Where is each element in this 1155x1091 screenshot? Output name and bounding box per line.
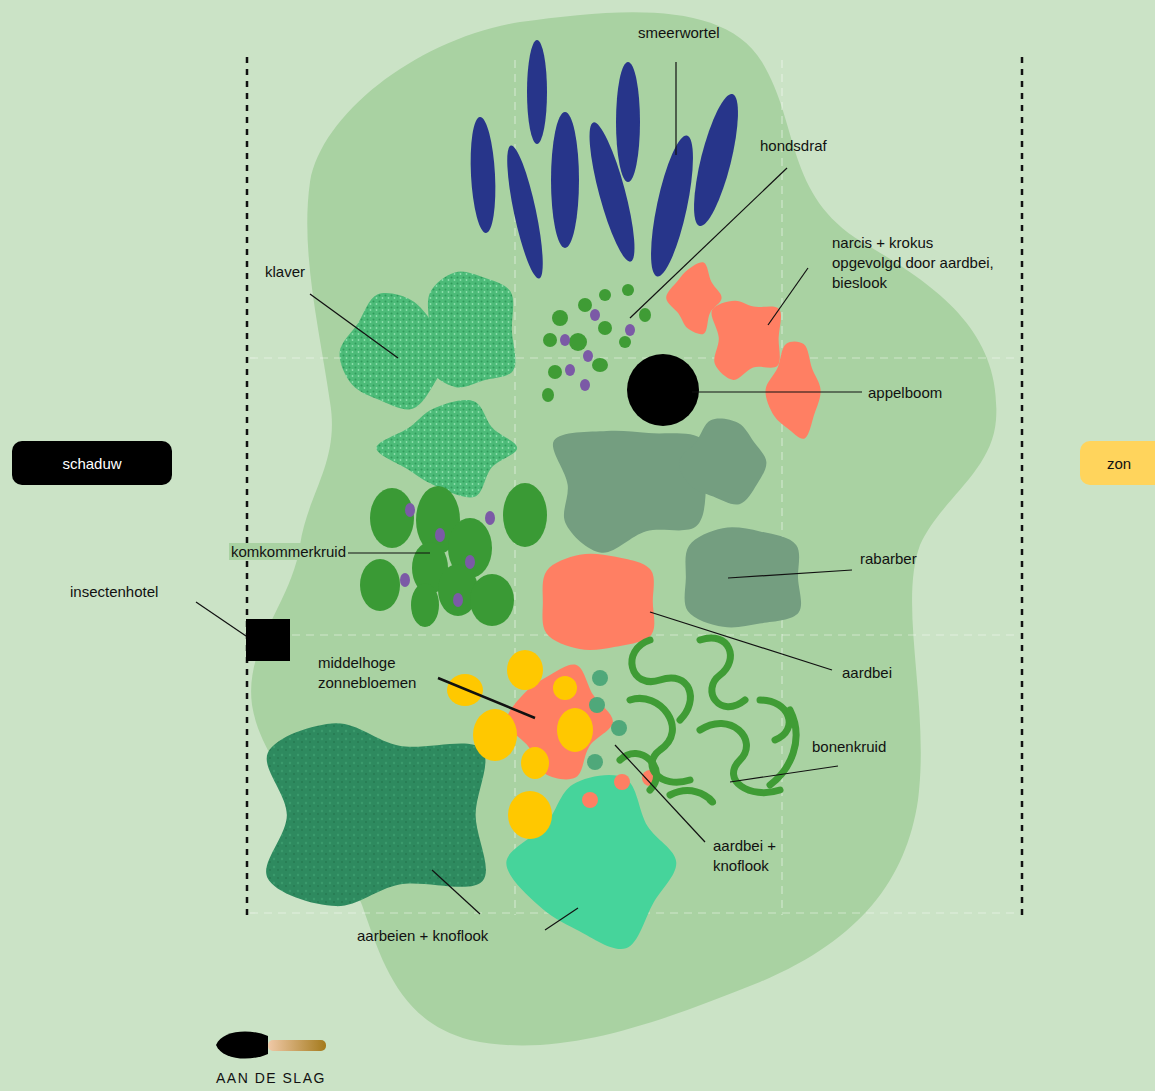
plant-dot (592, 358, 608, 372)
plant-label: komkommerkruid (229, 542, 348, 562)
plant-dot (370, 488, 414, 548)
label-text: aardbei (842, 664, 892, 681)
label-text: narcis + krokus opgevolgd door aardbei, … (832, 234, 994, 291)
plant-dot (598, 321, 612, 335)
plant-dot (619, 336, 631, 348)
plant-patch (542, 554, 654, 650)
plant-dot (565, 364, 575, 376)
plant-dot (453, 593, 463, 607)
label-text: rabarber (860, 550, 917, 567)
label-text: smeerwortel (638, 24, 720, 41)
plant-dot (582, 792, 598, 808)
plant-dot (553, 676, 577, 700)
insect-hotel (246, 619, 290, 661)
plant-label: aarbeien + knoflook (357, 926, 488, 946)
pill-text: zon (1107, 455, 1131, 472)
plant-label: narcis + krokus opgevolgd door aardbei, … (832, 233, 997, 293)
leader-lines (196, 62, 862, 930)
plant-dot (592, 670, 608, 686)
label-pill: zon (1080, 441, 1155, 485)
label-text: komkommerkruid (229, 543, 348, 560)
plant-dot (580, 379, 590, 391)
plant-dot (465, 555, 475, 569)
plant-dot (548, 365, 562, 379)
plant-dot (400, 573, 410, 587)
plant-label: insectenhotel (70, 582, 158, 602)
label-text: insectenhotel (70, 583, 158, 600)
plant-label: middelhoge zonnebloemen (318, 653, 438, 693)
plants (266, 262, 821, 949)
label-text: appelboom (868, 384, 942, 401)
plant-label: aardbei (842, 663, 892, 683)
plant-dot (611, 720, 627, 736)
plant-patch (427, 272, 515, 388)
plant-dot (508, 791, 552, 839)
smeerwortel-leaves (468, 40, 747, 281)
grid-lines (250, 60, 1020, 915)
plant-dot (552, 310, 568, 326)
plant-dot (583, 350, 593, 362)
plant-dot (622, 284, 634, 296)
label-text: bonenkruid (812, 738, 886, 755)
plant-dot (521, 747, 549, 779)
trowel-icon (216, 1031, 326, 1058)
plant-dot (569, 333, 587, 351)
plant-label: hondsdraf (760, 136, 827, 156)
label-text: middelhoge zonnebloemen (318, 654, 416, 691)
plant-label: appelboom (868, 383, 942, 403)
plant-dot (578, 298, 592, 312)
plant-patch (376, 400, 517, 497)
plant-label: klaver (265, 262, 305, 282)
plant-label: aardbei + knoflook (713, 836, 801, 876)
plant-dot (411, 583, 439, 627)
plant-dot (599, 289, 611, 301)
plant-patch (666, 262, 721, 334)
plant-label: smeerwortel (638, 23, 720, 43)
plant-dot (435, 528, 445, 542)
plant-dot (587, 754, 603, 770)
label-text: AAN DE SLAG (216, 1070, 326, 1086)
apple-tree (627, 354, 699, 426)
label-text: aardbei + knoflook (713, 837, 776, 874)
plant-dot (485, 511, 495, 525)
plant-patch (266, 723, 486, 906)
plant-patch (711, 301, 781, 380)
plant-dot (543, 333, 557, 347)
plant-dot (507, 650, 543, 690)
plant-dot (557, 708, 593, 752)
label-pill: schaduw (12, 441, 172, 485)
boundary-lines (247, 57, 1022, 918)
plant-dot (560, 334, 570, 346)
plant-dot (470, 574, 514, 626)
plant-dot (614, 774, 630, 790)
caption-text: AAN DE SLAG (216, 1068, 326, 1088)
pill-text: schaduw (62, 455, 121, 472)
plant-dot (589, 697, 605, 713)
plant-dot (503, 483, 547, 547)
plant-patch (765, 342, 820, 439)
label-text: klaver (265, 263, 305, 280)
plant-patch (553, 431, 708, 553)
plant-dot (590, 309, 600, 321)
plant-label: rabarber (860, 549, 917, 569)
plant-dot (360, 559, 400, 611)
garden-bed (251, 12, 996, 1045)
plant-dot (405, 503, 415, 517)
bonenkruid-stems (620, 638, 796, 802)
plant-patch (679, 419, 766, 505)
plant-dot (473, 709, 517, 761)
label-text: aarbeien + knoflook (357, 927, 488, 944)
plant-dot (625, 324, 635, 336)
plant-label: bonenkruid (812, 737, 886, 757)
plant-dot (542, 388, 554, 402)
plant-dot (639, 308, 651, 322)
label-text: hondsdraf (760, 137, 827, 154)
plant-patch (506, 775, 676, 949)
